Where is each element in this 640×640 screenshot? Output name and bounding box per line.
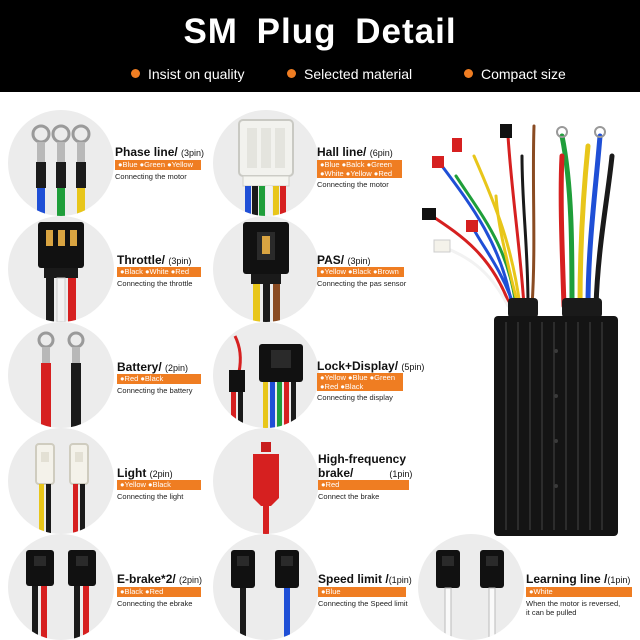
phase-title: Phase line/ (3pin) [115, 145, 205, 159]
hall-color-bar: ●Blue ●Balck ●Green●White ●Yellow ●Red [317, 160, 402, 178]
phase-color-bar: ●Blue ●Green ●Yellow [115, 160, 201, 170]
feature-material: Selected material [287, 66, 412, 82]
ebrake-color-bar: ●Black ●Red [117, 587, 201, 597]
speed-limit-color-bar: ●Blue [318, 587, 406, 597]
lock-display-connector-icon [213, 322, 319, 428]
pas-connector-icon [213, 216, 319, 322]
light-desc: Connecting the light [117, 492, 184, 501]
throttle-connector-icon [8, 216, 114, 322]
bullet-dot-icon [287, 69, 296, 78]
page-title: SM Plug Detail [183, 12, 457, 51]
bullet-dot-icon [464, 69, 473, 78]
hall-desc: Connecting the motor [317, 180, 389, 189]
light-title: Light (2pin) [117, 466, 173, 480]
hall-title: Hall line/ (6pin) [317, 145, 393, 159]
throttle-title: Throttle/ (3pin) [117, 253, 192, 267]
ebrake-title: E-brake*2/ (2pin) [117, 572, 203, 586]
throttle-desc: Connecting the throttle [117, 279, 193, 288]
speed-limit-connector-icon [213, 534, 319, 640]
battery-color-bar: ●Red ●Black [117, 374, 201, 384]
ebrake-desc: Connecting the ebrake [117, 599, 193, 608]
lock-display-color-bar: ●Yellow ●Blue ●Green●Red ●Black [317, 373, 403, 391]
light-color-bar: ●Yellow ●Black [117, 480, 201, 490]
lock-display-title: Lock+Display/ (5pin) [317, 359, 425, 373]
learning-line-connector-icon [418, 534, 524, 640]
battery-connector-icon [8, 322, 114, 428]
phase-desc: Connecting the motor [115, 172, 187, 181]
learning-line-title: Learning line /(1pin) [526, 572, 631, 586]
brake-connector-icon [213, 428, 319, 534]
header-banner: SM Plug Detail Insist on quality Selecte… [0, 0, 640, 92]
speed-limit-desc: Connecting the Speed limit [318, 599, 408, 608]
feature-size: Compact size [464, 66, 566, 82]
speed-limit-title: Speed limit /(1pin) [318, 572, 412, 586]
controller-image [412, 96, 638, 546]
hall-connector-icon [213, 110, 319, 216]
feature-quality: Insist on quality [131, 66, 245, 82]
light-connector-icon [8, 428, 114, 534]
learning-line-color-bar: ●White [526, 587, 632, 597]
pas-title: PAS/ (3pin) [317, 253, 371, 267]
battery-title: Battery/ (2pin) [117, 360, 189, 374]
battery-desc: Connecting the battery [117, 386, 193, 395]
brake-desc: Connect the brake [318, 492, 380, 501]
lock-display-desc: Connecting the display [317, 393, 393, 402]
pas-color-bar: ●Yellow ●Black ●Brown [317, 267, 404, 277]
learning-line-desc: When the motor is reversed,it can be pul… [526, 599, 621, 617]
brake-color-bar: ●Red [318, 480, 409, 490]
pas-desc: Connecting the pas sensor [317, 279, 407, 288]
bullet-dot-icon [131, 69, 140, 78]
throttle-color-bar: ●Black ●White ●Red [117, 267, 201, 277]
brake-title: High-frequency brake/(1pin) [318, 452, 413, 480]
phase-connector-icon [8, 110, 114, 216]
ebrake-connector-icon [8, 534, 114, 640]
